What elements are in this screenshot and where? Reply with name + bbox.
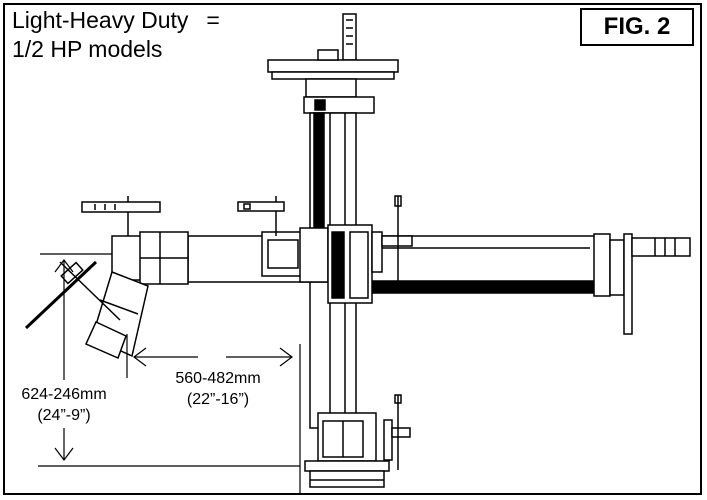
spindle-head xyxy=(24,196,189,360)
vertical-dimension: 624-246mm (24”-9”) xyxy=(12,384,116,426)
horizontal-dimension-mm: 560-482mm xyxy=(175,370,261,387)
dimension-lines xyxy=(38,253,301,494)
vertical-dimension-in: (24”-9”) xyxy=(37,407,91,424)
central-clamp xyxy=(237,195,413,304)
title-line-2: 1/2 HP models xyxy=(12,36,163,62)
lower-clamp xyxy=(383,394,411,470)
title-line-1: Light-Heavy Duty xyxy=(12,7,189,33)
model-title: Light-Heavy Duty = 1/2 HP models xyxy=(12,6,220,64)
horizontal-dimension-in: (22”-16”) xyxy=(186,391,250,408)
horizontal-dimension: 560-482mm (22”-16”) xyxy=(148,368,288,410)
vertical-dimension-mm: 624-246mm xyxy=(21,386,107,403)
figure-label: FIG. 2 xyxy=(580,8,694,46)
top-handwheel xyxy=(267,13,399,114)
horizontal-arm xyxy=(184,233,691,335)
equals-sign: = xyxy=(206,7,220,33)
